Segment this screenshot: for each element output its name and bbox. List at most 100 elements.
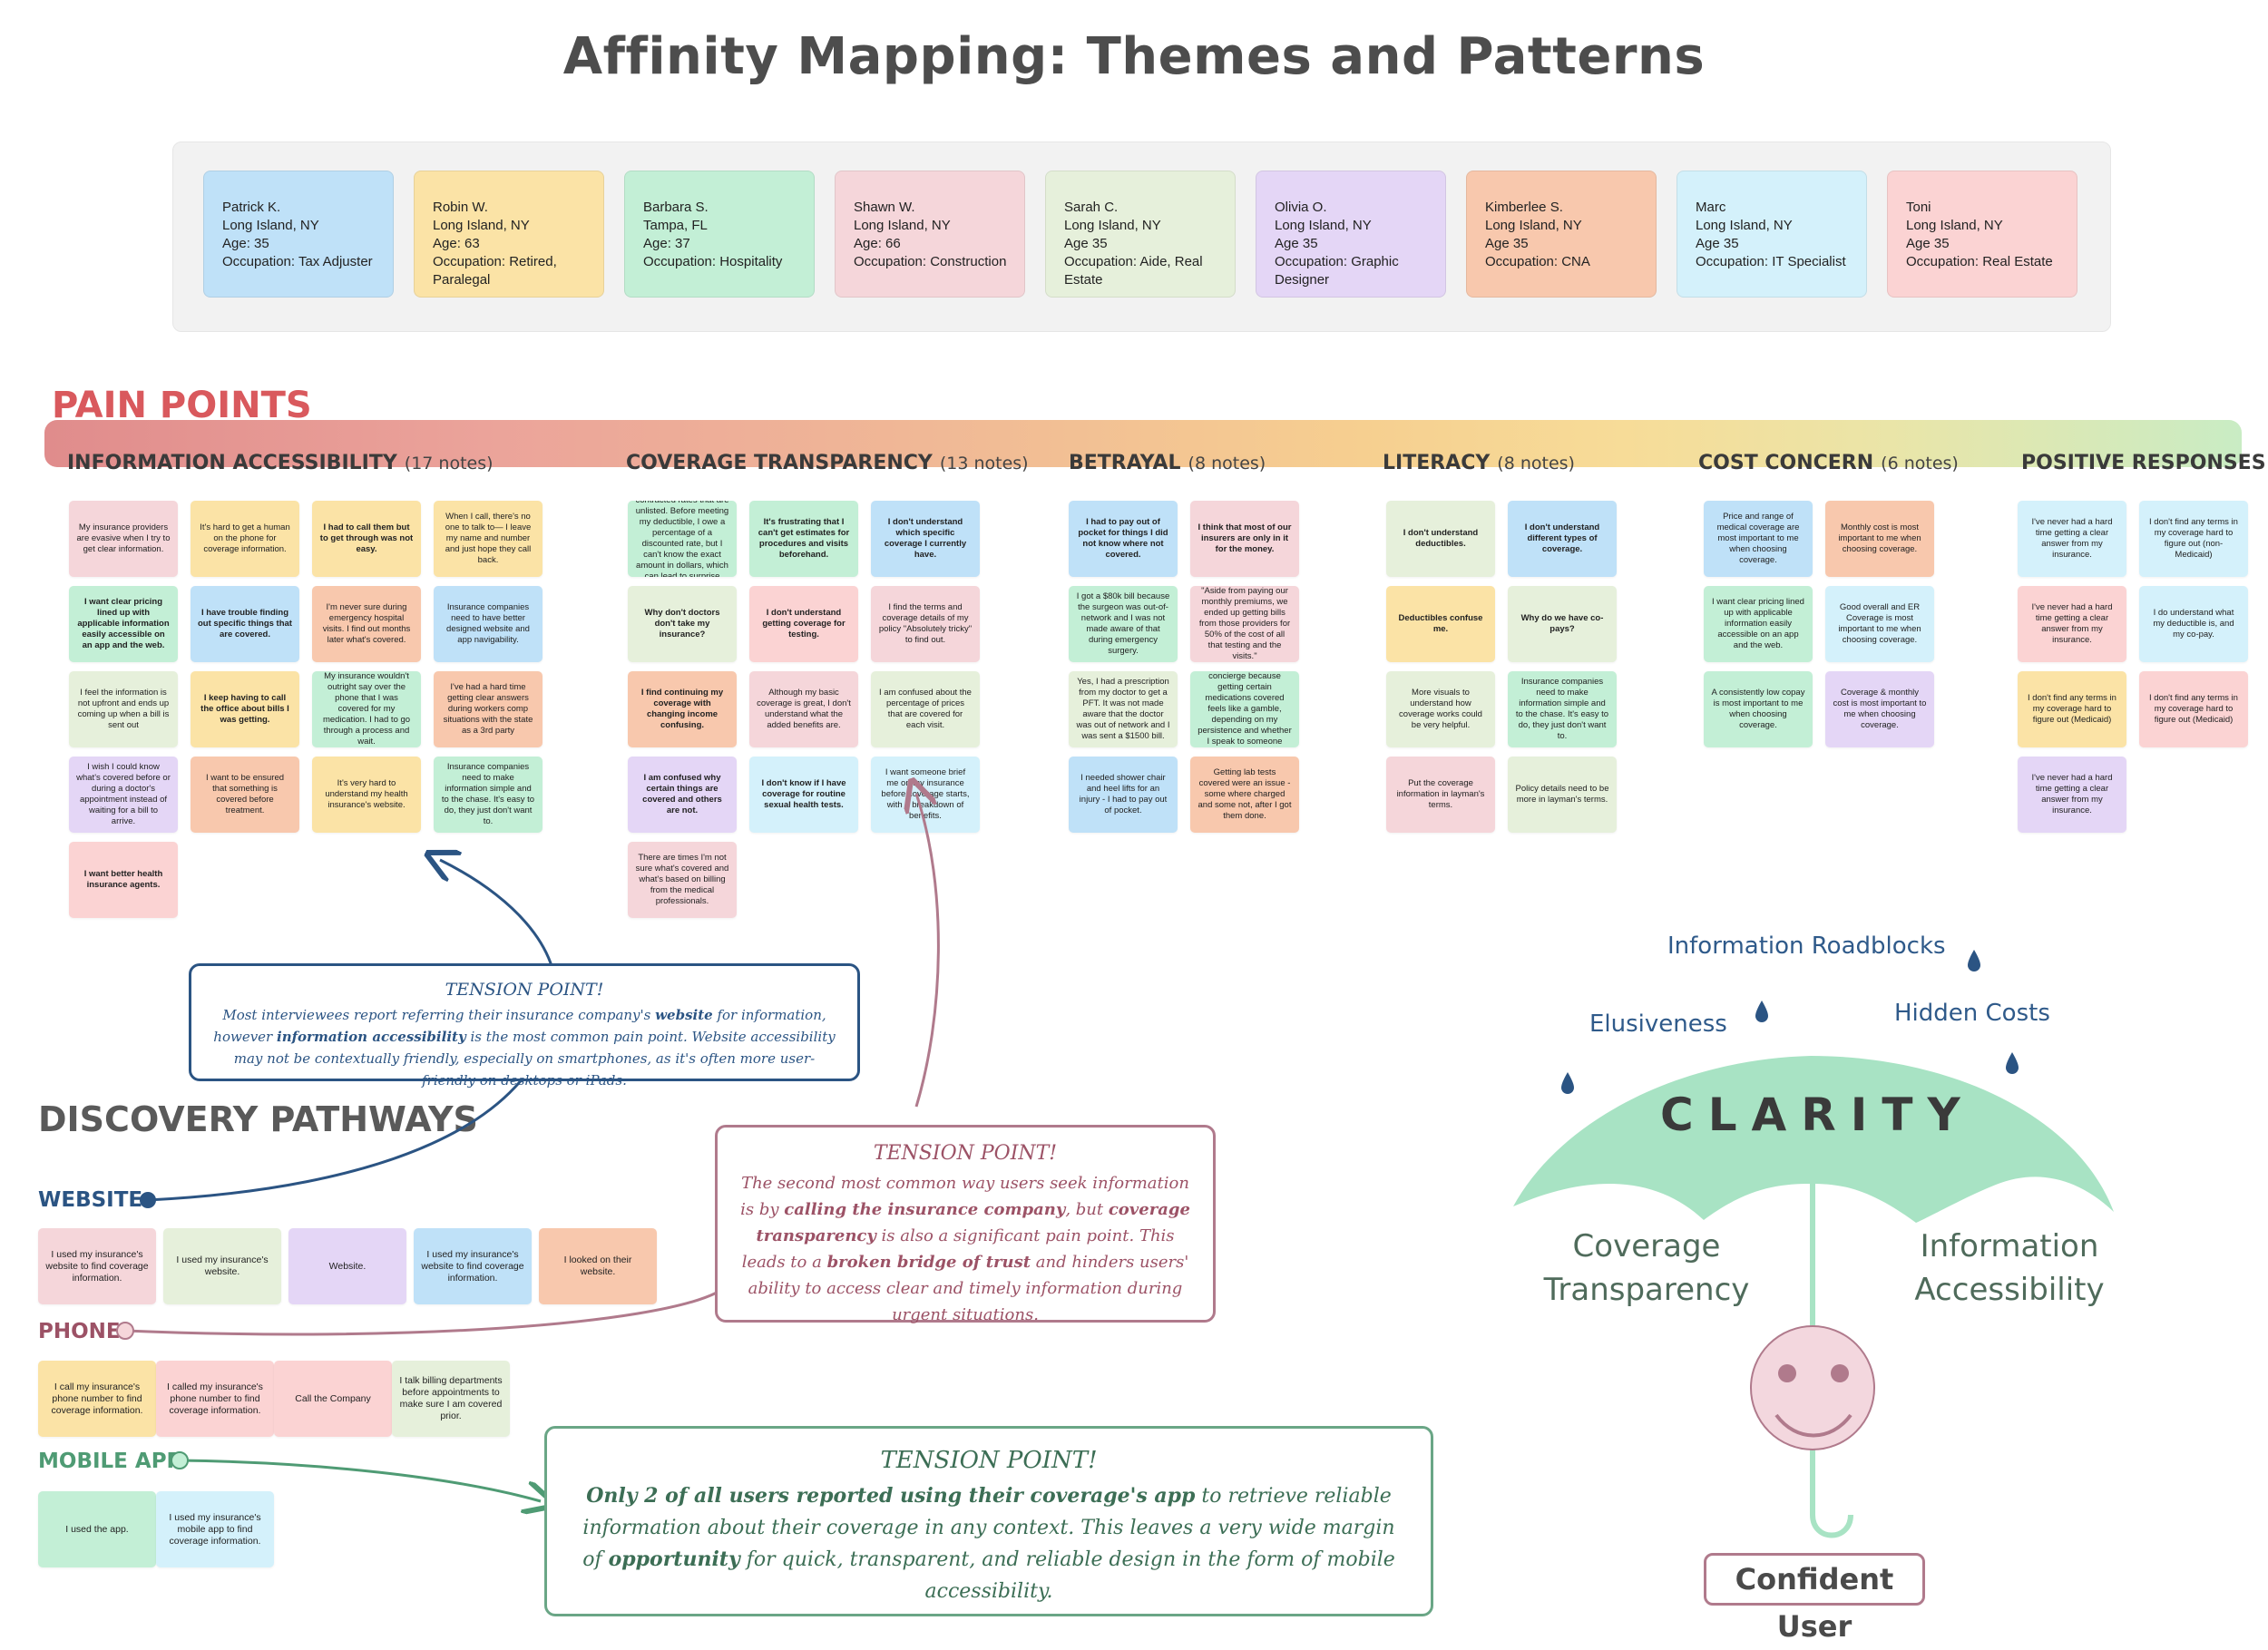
sticky-note: I want clear pricing lined up with appli… (1704, 586, 1813, 662)
persona-line: Occupation: IT Specialist (1696, 254, 1846, 269)
persona-line: Age 35 (1275, 236, 1318, 251)
tension-body: Only 2 of all users reported using their… (582, 1484, 1395, 1603)
mobile-connector (179, 1459, 541, 1501)
sticky-note: Good overall and ER Coverage is most imp… (1825, 586, 1934, 662)
sticky-note: I had to pay out of pocket for things I … (1069, 501, 1178, 577)
category-header: BETRAYAL(8 notes) (1069, 452, 1266, 474)
sticky-note: A consistently low copay is most importa… (1704, 671, 1813, 747)
sticky-note: I don't understand deductibles. (1386, 501, 1495, 577)
persona-line: Tampa, FL (643, 218, 708, 233)
sticky-note: I've never had a hard time getting a cle… (2018, 757, 2126, 833)
sticky-note: I am confused about the percentage of pr… (871, 671, 980, 747)
persona-line: Occupation: Real Estate (1906, 254, 2053, 269)
sticky-note: I keep having to call the office about b… (191, 671, 299, 747)
discovery-heading: DISCOVERY PATHWAYS (38, 1099, 478, 1139)
page-title: Affinity Mapping: Themes and Patterns (562, 27, 1706, 86)
persona-line: Age: 66 (854, 236, 901, 251)
phone-dot (116, 1322, 134, 1340)
sticky-note: Why do we have co-pays? (1508, 586, 1617, 662)
phone-note: I call my insurance's phone number to fi… (38, 1361, 156, 1437)
persona-line: Barbara S. (643, 200, 709, 215)
sticky-note: Insurance companies need to have better … (434, 586, 543, 662)
sticky-note: Price and range of medical coverage are … (1704, 501, 1813, 577)
sticky-note: I don't find any terms in my coverage ha… (2018, 671, 2126, 747)
persona-card: Kimberlee S. Long Island, NY Age 35 Occupat… (1466, 171, 1657, 298)
sticky-note: I've never had a hard time getting a cle… (2018, 501, 2126, 577)
persona-line: Age: 63 (433, 236, 480, 251)
sticky-note: My insurance has contracted rates that a… (628, 501, 737, 577)
sticky-note: Although my basic coverage is great, I d… (749, 671, 858, 747)
website-note: Website. (288, 1228, 406, 1304)
website-note: I looked on their website. (539, 1228, 657, 1304)
persona-line: Robin W. (433, 200, 488, 215)
confident-user-badge: Confident User (1704, 1553, 1925, 1644)
persona-line: Long Island, NY (1696, 218, 1793, 233)
persona-line: Occupation: Construction (854, 254, 1007, 269)
sticky-note: It's hard to get a human on the phone fo… (191, 501, 299, 577)
phone-note: Call the Company (274, 1361, 392, 1437)
sticky-note: It's frustrating that I can't get estima… (749, 501, 858, 577)
tension-point-website: TENSION POINT! Most interviewees report … (189, 963, 860, 1089)
persona-line: Age: 35 (222, 236, 269, 251)
persona-line: Age 35 (1485, 236, 1529, 251)
sticky-note: More visuals to understand how coverage … (1386, 671, 1495, 747)
persona-line: Long Island, NY (1485, 218, 1582, 233)
sticky-note: Policy details need to be more in layman… (1508, 757, 1617, 833)
sticky-note: I want clear pricing lined up with appli… (69, 586, 178, 662)
sticky-note: I do understand what my deductible is, a… (2139, 586, 2248, 662)
sticky-note: Why don't doctors don't take my insuranc… (628, 586, 737, 662)
sticky-note: Insurance companies need to make informa… (434, 757, 543, 833)
persona-line: Age 35 (1906, 236, 1950, 251)
persona-line: Age 35 (1696, 236, 1739, 251)
category-header: COST CONCERN(6 notes) (1698, 452, 1959, 474)
tension-body: Most interviewees report referring their… (213, 1007, 836, 1089)
tension-body: The second most common way users seek in… (740, 1174, 1190, 1324)
persona-line: Age: 37 (643, 236, 690, 251)
sticky-note: "Aside from paying our monthly premiums,… (1190, 586, 1299, 662)
phone-note: I called my insurance's phone number to … (156, 1361, 274, 1437)
sticky-note: Insurance companies need to make informa… (1508, 671, 1617, 747)
persona-line: Occupation: Graphic Designer (1275, 254, 1399, 288)
persona-line: Olivia O. (1275, 200, 1327, 215)
sticky-note: I had to call them but to get through wa… (312, 501, 421, 577)
sticky-note: I've had a hard time getting clear answe… (434, 671, 543, 747)
rain-label-roadblocks: Information Roadblocks (1667, 932, 1946, 960)
sticky-note: I'm never sure during emergency hospital… (312, 586, 421, 662)
category-band (44, 420, 2242, 467)
persona-line: Shawn W. (854, 200, 915, 215)
sticky-note: I want to be ensured that something is c… (191, 757, 299, 833)
rain-label-hidden-costs: Hidden Costs (1894, 1000, 2050, 1027)
persona-line: Long Island, NY (1906, 218, 2003, 233)
persona-line: Kimberlee S. (1485, 200, 1563, 215)
mobile-note: I used my insurance's mobile app to find… (156, 1491, 274, 1567)
category-header: INFORMATION ACCESSIBILITY(17 notes) (67, 452, 494, 474)
persona-line: Occupation: CNA (1485, 254, 1590, 269)
sticky-note: I have trouble finding out specific thin… (191, 586, 299, 662)
website-label: WEBSITE (38, 1188, 143, 1212)
tension-point-mobile: TENSION POINT! Only 2 of all users repor… (544, 1426, 1433, 1616)
category-header: COVERAGE TRANSPARENCY(13 notes) (626, 452, 1029, 474)
sticky-note: Yes, I had a prescription from my doctor… (1069, 671, 1178, 747)
umbrella-handle (1810, 1184, 1853, 1538)
sticky-note: Getting lab tests covered were an issue … (1190, 757, 1299, 833)
mobile-note: I used the app. (38, 1491, 156, 1567)
smiley-icon (1750, 1325, 1875, 1450)
tension-point-phone: TENSION POINT! The second most common wa… (715, 1125, 1216, 1324)
sticky-note: I don't find any terms in my coverage ha… (2139, 501, 2248, 577)
sticky-note: I wish I could know what's covered befor… (69, 757, 178, 833)
persona-line: Occupation: Aide, Real Estate (1064, 254, 1203, 288)
persona-line: Age 35 (1064, 236, 1108, 251)
phone-note: I talk billing departments before appoin… (392, 1361, 510, 1437)
website-note: I used my insurance's website. (163, 1228, 281, 1304)
pain-points-heading: PAIN POINTS (52, 385, 312, 426)
sticky-note: I am confused why certain things are cov… (628, 757, 737, 833)
rain-label-elusiveness: Elusiveness (1589, 1011, 1727, 1038)
